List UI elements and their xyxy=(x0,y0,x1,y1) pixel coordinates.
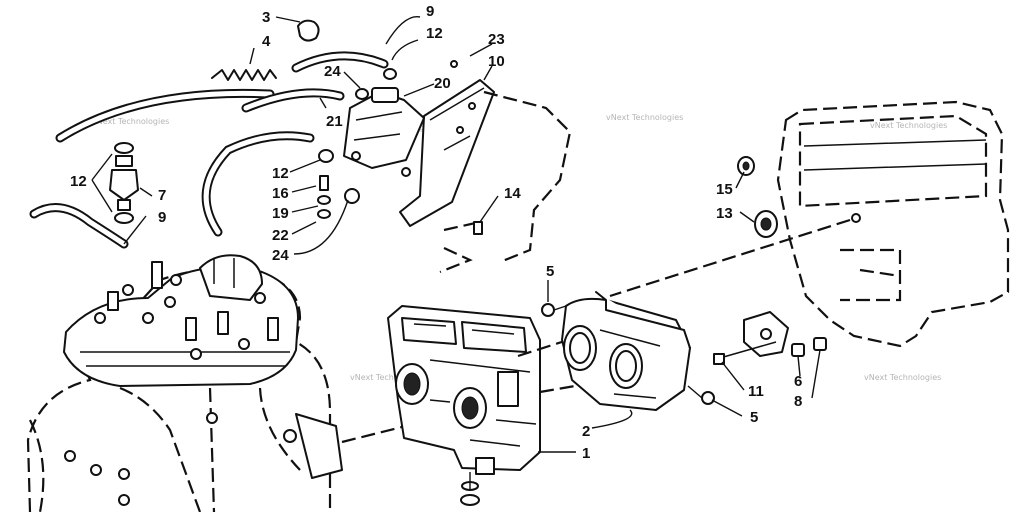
callout-7: 7 xyxy=(158,187,166,204)
callout-9-top: 9 xyxy=(426,3,434,20)
callout-15: 15 xyxy=(716,181,733,198)
watermark-1: vNext Technologies xyxy=(92,117,169,126)
callout-6: 6 xyxy=(794,373,802,390)
engine-cylinder-head xyxy=(26,254,343,512)
intake-silencer xyxy=(561,291,691,411)
engine-to-carb-line xyxy=(341,418,431,444)
spark-plugs xyxy=(107,261,279,341)
callout-16: 16 xyxy=(272,185,289,202)
carburetor-assembly xyxy=(387,305,541,506)
leader-lines xyxy=(91,16,821,453)
callout-12-mid: 12 xyxy=(272,165,289,182)
watermark-4: vNext Technologies xyxy=(870,121,947,130)
watermark-6: vNext Technologies xyxy=(350,373,427,382)
callout-4: 4 xyxy=(262,33,271,50)
airbox xyxy=(609,100,1010,348)
head-bolts xyxy=(64,274,297,506)
pump-fasteners xyxy=(317,60,483,235)
carb-to-airbox-line-2 xyxy=(539,378,611,394)
callout-3: 3 xyxy=(262,9,270,26)
spring-4 xyxy=(211,69,277,81)
fuel-pump-bracket xyxy=(399,79,572,274)
callout-12-top: 12 xyxy=(426,25,443,42)
grommet-15 xyxy=(737,156,755,176)
screw-5-top xyxy=(541,303,567,317)
screw-5-bottom xyxy=(687,385,715,405)
watermark-3: vNext Technologies xyxy=(606,113,683,122)
clamp-3 xyxy=(297,19,320,42)
fuel-filter xyxy=(109,142,139,224)
fuel-pump xyxy=(343,87,425,177)
callout-22: 22 xyxy=(272,227,289,244)
callouts: 3 4 9 12 23 10 24 20 21 12 16 19 22 24 1… xyxy=(70,3,802,462)
callout-1: 1 xyxy=(582,445,590,462)
callout-5-top: 5 xyxy=(546,263,554,280)
callout-20: 20 xyxy=(434,75,451,92)
callout-5-bottom: 5 xyxy=(750,409,758,426)
callout-9-left: 9 xyxy=(158,209,166,226)
mount-bracket xyxy=(713,311,827,365)
callout-23: 23 xyxy=(488,31,505,48)
callout-24-top: 24 xyxy=(324,63,341,80)
carb-to-airbox-line-1 xyxy=(517,338,569,358)
callout-11: 11 xyxy=(748,383,764,400)
callout-2: 2 xyxy=(582,423,590,440)
callout-10: 10 xyxy=(488,53,505,70)
callout-21: 21 xyxy=(326,113,343,130)
callout-13: 13 xyxy=(716,205,733,222)
watermark-8: vNext Technologies xyxy=(864,373,941,382)
callout-12-left: 12 xyxy=(70,173,87,190)
callout-8: 8 xyxy=(794,393,802,410)
callout-19: 19 xyxy=(272,205,289,222)
seal-13 xyxy=(754,210,778,238)
callout-24-bottom: 24 xyxy=(272,247,289,264)
hoses xyxy=(29,51,389,249)
callout-14: 14 xyxy=(504,185,521,202)
